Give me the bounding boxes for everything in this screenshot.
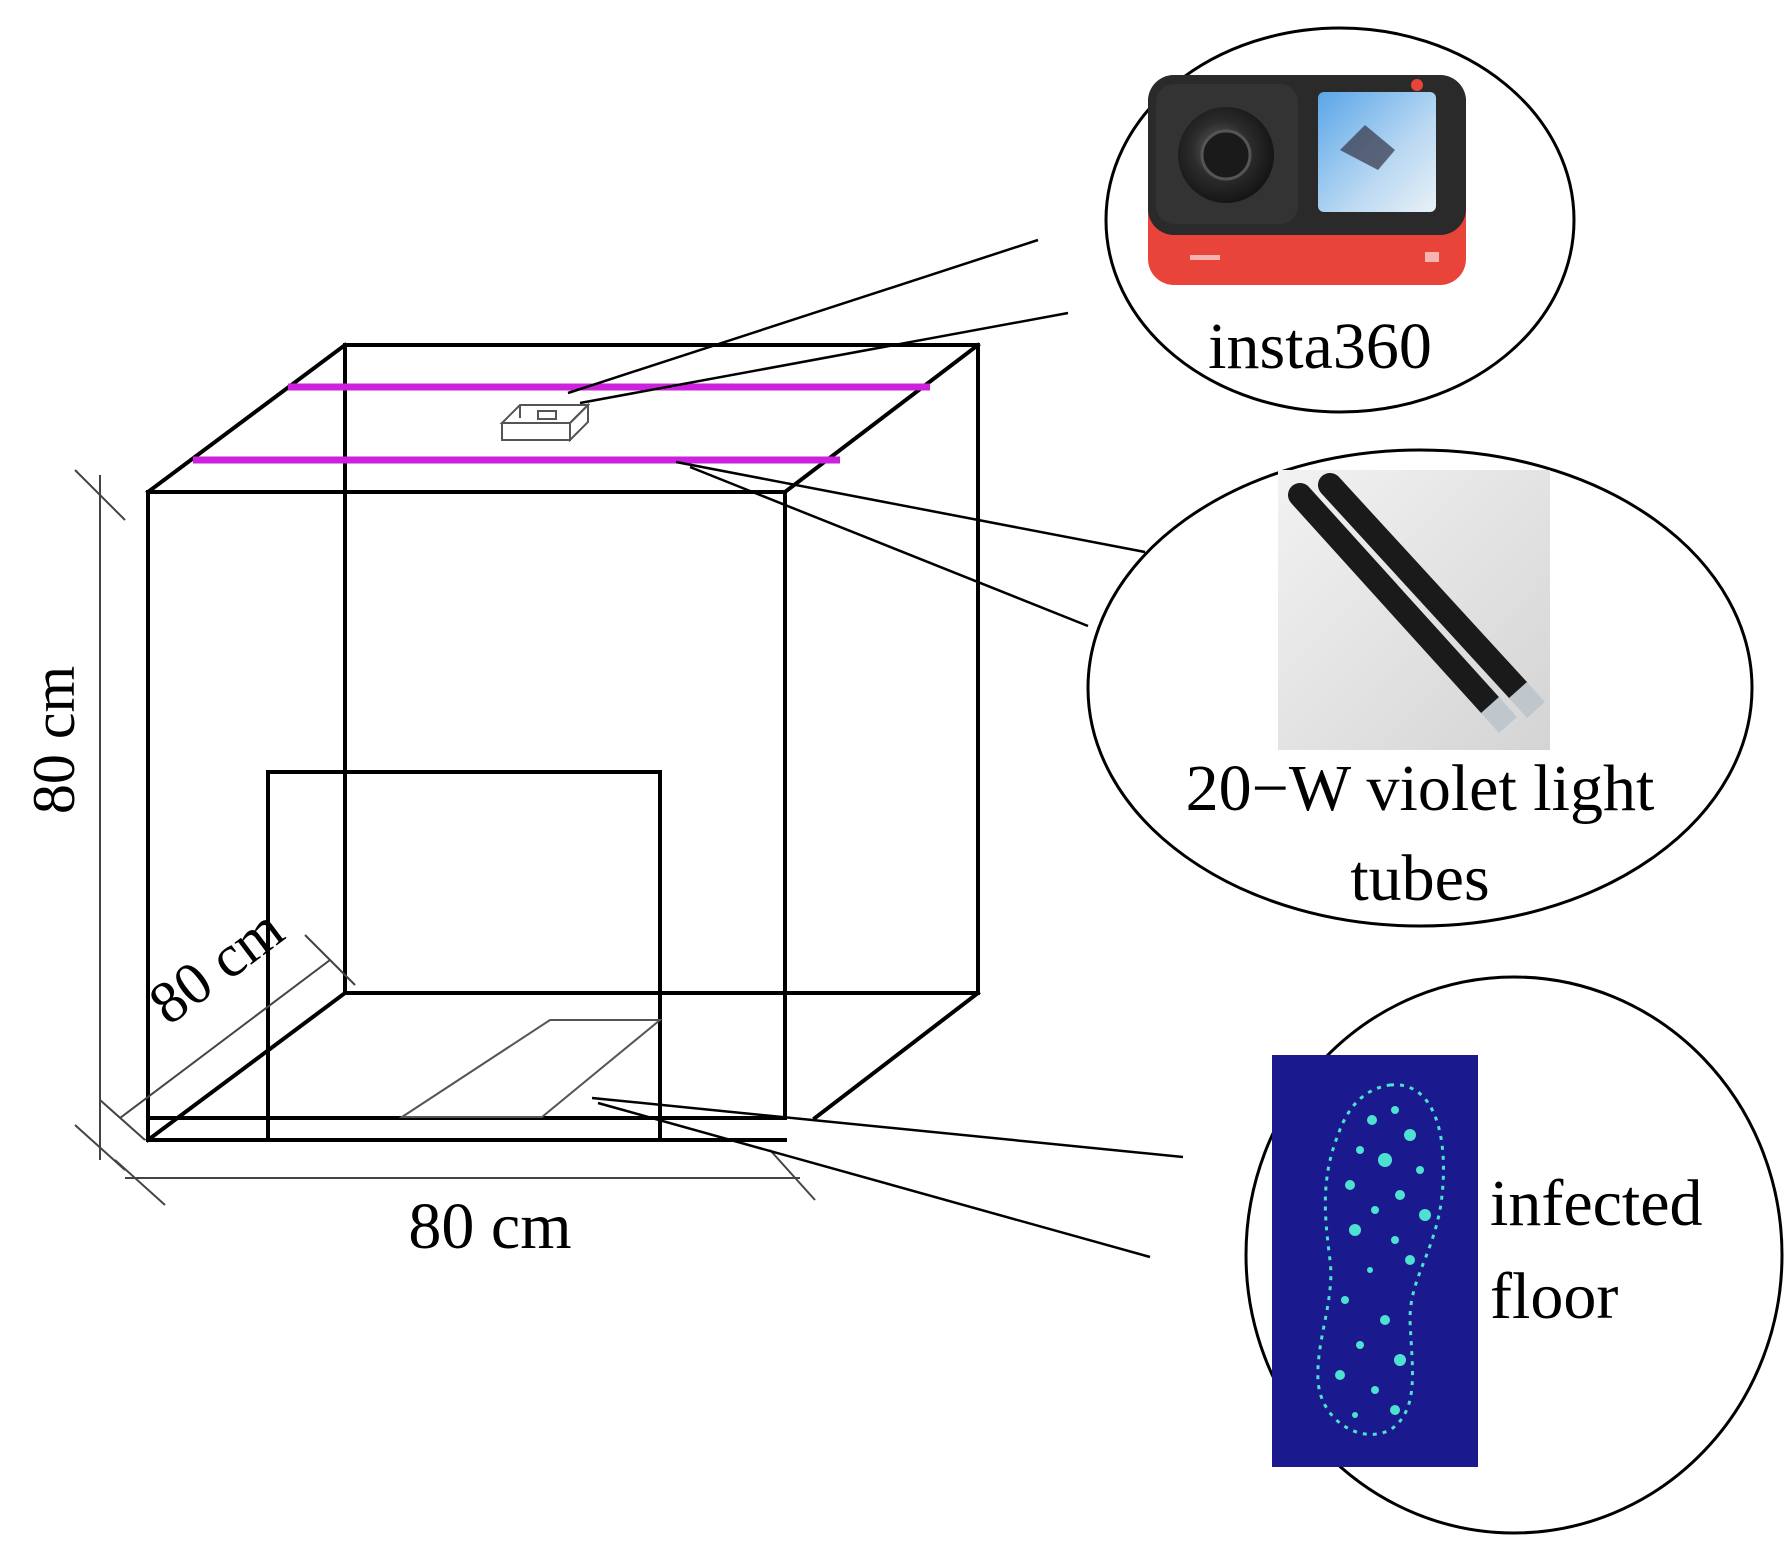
chamber-box (145, 342, 981, 1143)
violet-light-tubes (193, 383, 930, 464)
floor-sample-area (398, 1019, 663, 1118)
height-dimension-label: 80 cm (21, 666, 87, 814)
camera-label: insta360 (1208, 310, 1432, 383)
light-tube-photo-icon (1278, 470, 1550, 750)
box-edge-bottom-right (812, 990, 981, 1121)
leader-lines (567, 238, 1184, 1259)
infected-floor-label-line2: floor (1490, 1260, 1618, 1333)
light-tubes-label-line1: 20−W violet light (1186, 752, 1655, 825)
box-edge-top-right (782, 342, 981, 495)
uv-footprint-image-icon (1272, 1055, 1478, 1467)
box-edge-bottom-left (145, 990, 348, 1143)
camera-callout: insta360 (1104, 26, 1576, 414)
dimension-lines (74, 469, 816, 1206)
depth-dimension-label: 80 cm (137, 895, 295, 1037)
insta360-camera-icon (1148, 75, 1466, 285)
light-tubes-label-line2: tubes (1350, 842, 1489, 915)
infected-floor-callout: infected floor (1244, 975, 1784, 1535)
light-tubes-callout: 20−W violet light tubes (1086, 448, 1754, 928)
box-edge-top-left (145, 342, 348, 495)
door-opening (266, 770, 662, 1142)
camera-sketch-icon (499, 402, 591, 443)
infected-floor-label-line1: infected (1490, 1167, 1703, 1240)
width-dimension-label: 80 cm (408, 1190, 571, 1263)
